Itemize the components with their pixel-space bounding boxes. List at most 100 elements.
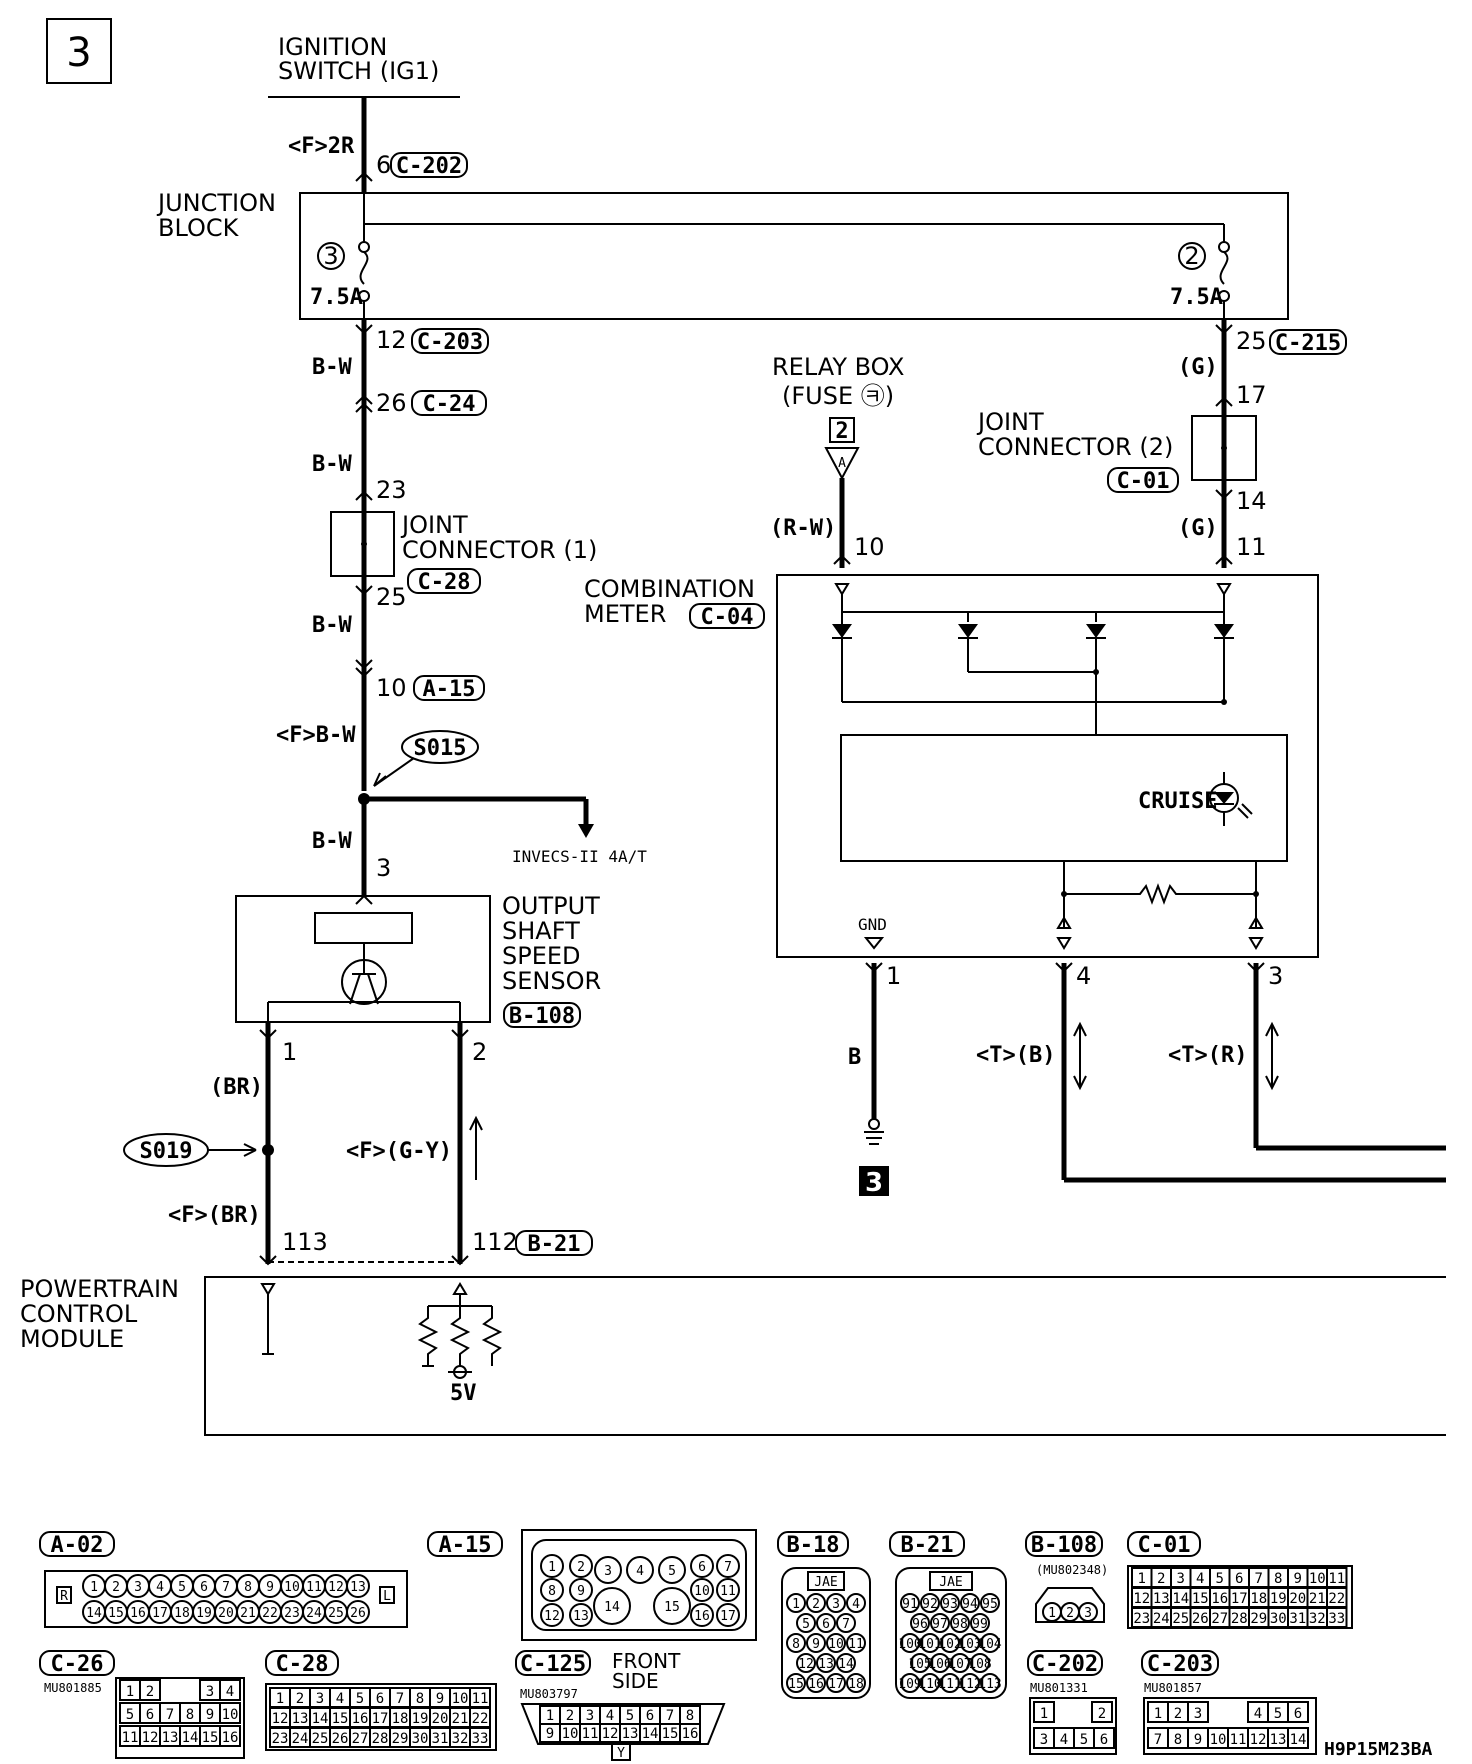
connector-c01-label: C-01: [1138, 1533, 1191, 1558]
wire-color-bw-3: B-W: [312, 613, 352, 638]
connector-c28-pin-14: 14: [312, 1711, 329, 1727]
connector-c203-pin-12: 12: [1250, 1732, 1267, 1748]
connector-b21-pin-105: 105: [908, 1657, 931, 1672]
connector-c28-pin-22: 22: [472, 1711, 489, 1727]
fuse-left-number: 3: [323, 242, 338, 270]
invecs-label: INVECS-II 4A/T: [512, 847, 647, 866]
connector-b108-part: (MU802348): [1036, 1563, 1108, 1577]
fuse-right-rating: 7.5A: [1170, 285, 1223, 310]
connector-a02-pin-20: 20: [218, 1606, 234, 1621]
connector-c01-pin-27: 27: [1211, 1611, 1228, 1627]
connector-c28-pin-23: 23: [272, 1731, 289, 1747]
pin-12: 12: [376, 326, 407, 354]
connector-b21-maker: JAE: [939, 1575, 962, 1590]
page-number-box: [46, 18, 112, 84]
connector-c203-view: [1143, 1697, 1317, 1755]
connector-b21-pin-111: 111: [938, 1677, 961, 1692]
connector-a15-pin-6: 6: [698, 1560, 706, 1575]
connector-c01-pin-28: 28: [1231, 1611, 1248, 1627]
connector-b21-pin-107: 107: [948, 1657, 971, 1672]
connector-a02-pin-14: 14: [86, 1606, 102, 1621]
connector-a02-pin-5: 5: [178, 1580, 186, 1595]
combination-meter-label-1: COMBINATION: [584, 575, 755, 603]
connector-c01-pin-10: 10: [1309, 1571, 1326, 1587]
connector-c28-pin-11: 11: [472, 1691, 489, 1707]
connector-c28-pin-25: 25: [312, 1731, 329, 1747]
connector-b21-pin-91: 91: [902, 1597, 918, 1612]
connector-a15-pin-2: 2: [577, 1560, 585, 1575]
connector-c01-pin-30: 30: [1270, 1611, 1287, 1627]
connector-c01-pin-29: 29: [1250, 1611, 1267, 1627]
connector-b18-view: [781, 1567, 871, 1699]
connector-c26-pin-9: 9: [206, 1707, 214, 1723]
connector-a02-pin-10: 10: [284, 1580, 300, 1595]
ignition-switch-label-2: SWITCH (IG1): [278, 57, 439, 85]
connector-a02-pin-6: 6: [200, 1580, 208, 1595]
connector-a02-pin-21: 21: [240, 1606, 256, 1621]
connector-c203-pin-5: 5: [1274, 1706, 1282, 1722]
connector-c203-pin-6: 6: [1294, 1706, 1302, 1722]
connector-c01-pin-26: 26: [1192, 1611, 1209, 1627]
fuse-right-number: 2: [1184, 242, 1199, 270]
connector-c28-view: [265, 1683, 497, 1751]
connector-c125-front-2: SIDE: [612, 1669, 659, 1693]
relay-box-label-2: (FUSE ㉪): [782, 382, 894, 410]
pin-10-relay: 10: [854, 533, 885, 561]
connector-b108-view: [1035, 1587, 1105, 1623]
connector-c203-tag: C-203: [417, 330, 483, 355]
connector-a15-label: A-15: [439, 1533, 492, 1558]
connector-c01-pin-14: 14: [1172, 1591, 1189, 1607]
connector-a15-pin-8: 8: [548, 1584, 556, 1599]
connector-c203-pin-8: 8: [1174, 1732, 1182, 1748]
pcm-label-3: MODULE: [20, 1325, 124, 1353]
connector-b21-pin-106: 106: [928, 1657, 951, 1672]
connector-c26-pin-5: 5: [126, 1707, 134, 1723]
connector-b18-pin-12: 12: [798, 1657, 814, 1672]
connector-c01-pin-19: 19: [1270, 1591, 1287, 1607]
connector-a02-pin-13: 13: [350, 1580, 366, 1595]
joint-connector-2-label-1: JOINT: [976, 408, 1044, 436]
connector-c01-pin-33: 33: [1328, 1611, 1345, 1627]
connector-c01-pin-20: 20: [1289, 1591, 1306, 1607]
connector-a15-pin-10: 10: [694, 1584, 710, 1599]
splice-s019-label: S019: [140, 1139, 193, 1164]
junction-block: [299, 192, 1289, 320]
pin-meter-1: 1: [886, 962, 901, 990]
connector-c26-pin-15: 15: [202, 1730, 219, 1746]
connector-a02-pin-1: 1: [90, 1580, 98, 1595]
connector-c01-tag: C-01: [1117, 469, 1170, 494]
connector-a02-pin-7: 7: [222, 1580, 230, 1595]
connector-b21-pin-96: 96: [912, 1617, 928, 1632]
connector-b18-maker: JAE: [814, 1575, 837, 1590]
connector-c125-label: C-125: [520, 1652, 586, 1677]
junction-block-label-1: JUNCTION: [156, 189, 276, 217]
connector-c28-pin-18: 18: [392, 1711, 409, 1727]
connector-c01-pin-5: 5: [1216, 1571, 1224, 1587]
connector-c01-pin-8: 8: [1274, 1571, 1282, 1587]
connector-c28-pin-20: 20: [432, 1711, 449, 1727]
connector-c26-pin-6: 6: [146, 1707, 154, 1723]
connector-c202-view: [1029, 1697, 1117, 1755]
connector-c01-pin-7: 7: [1255, 1571, 1263, 1587]
connector-c28-pin-9: 9: [436, 1691, 444, 1707]
connector-c28-pin-10: 10: [452, 1691, 469, 1707]
connector-b18-pin-17: 17: [828, 1677, 844, 1692]
connector-b108-pin-1: 1: [1048, 1606, 1056, 1621]
connector-b21-view: [895, 1567, 1007, 1699]
connector-c202-label: C-202: [1032, 1652, 1098, 1677]
connector-c28-pin-28: 28: [372, 1731, 389, 1747]
pin-23: 23: [376, 476, 407, 504]
connector-b18-pin-2: 2: [812, 1597, 820, 1612]
connector-c28-pin-15: 15: [332, 1711, 349, 1727]
pin-25: 25: [376, 583, 407, 611]
joint-connector-2-label-2: CONNECTOR (2): [978, 433, 1173, 461]
connector-a02-pin-23: 23: [284, 1606, 300, 1621]
cruise-label: CRUISE: [1138, 789, 1217, 814]
connector-c01-pin-32: 32: [1309, 1611, 1326, 1627]
pin-meter-3: 3: [1268, 962, 1283, 990]
connector-b21-tag: B-21: [528, 1232, 581, 1257]
connector-c28-label: C-28: [276, 1652, 329, 1677]
pin-3-sensor: 3: [376, 854, 391, 882]
connector-c26-pin-13: 13: [162, 1730, 179, 1746]
splice-s015: [401, 730, 479, 764]
